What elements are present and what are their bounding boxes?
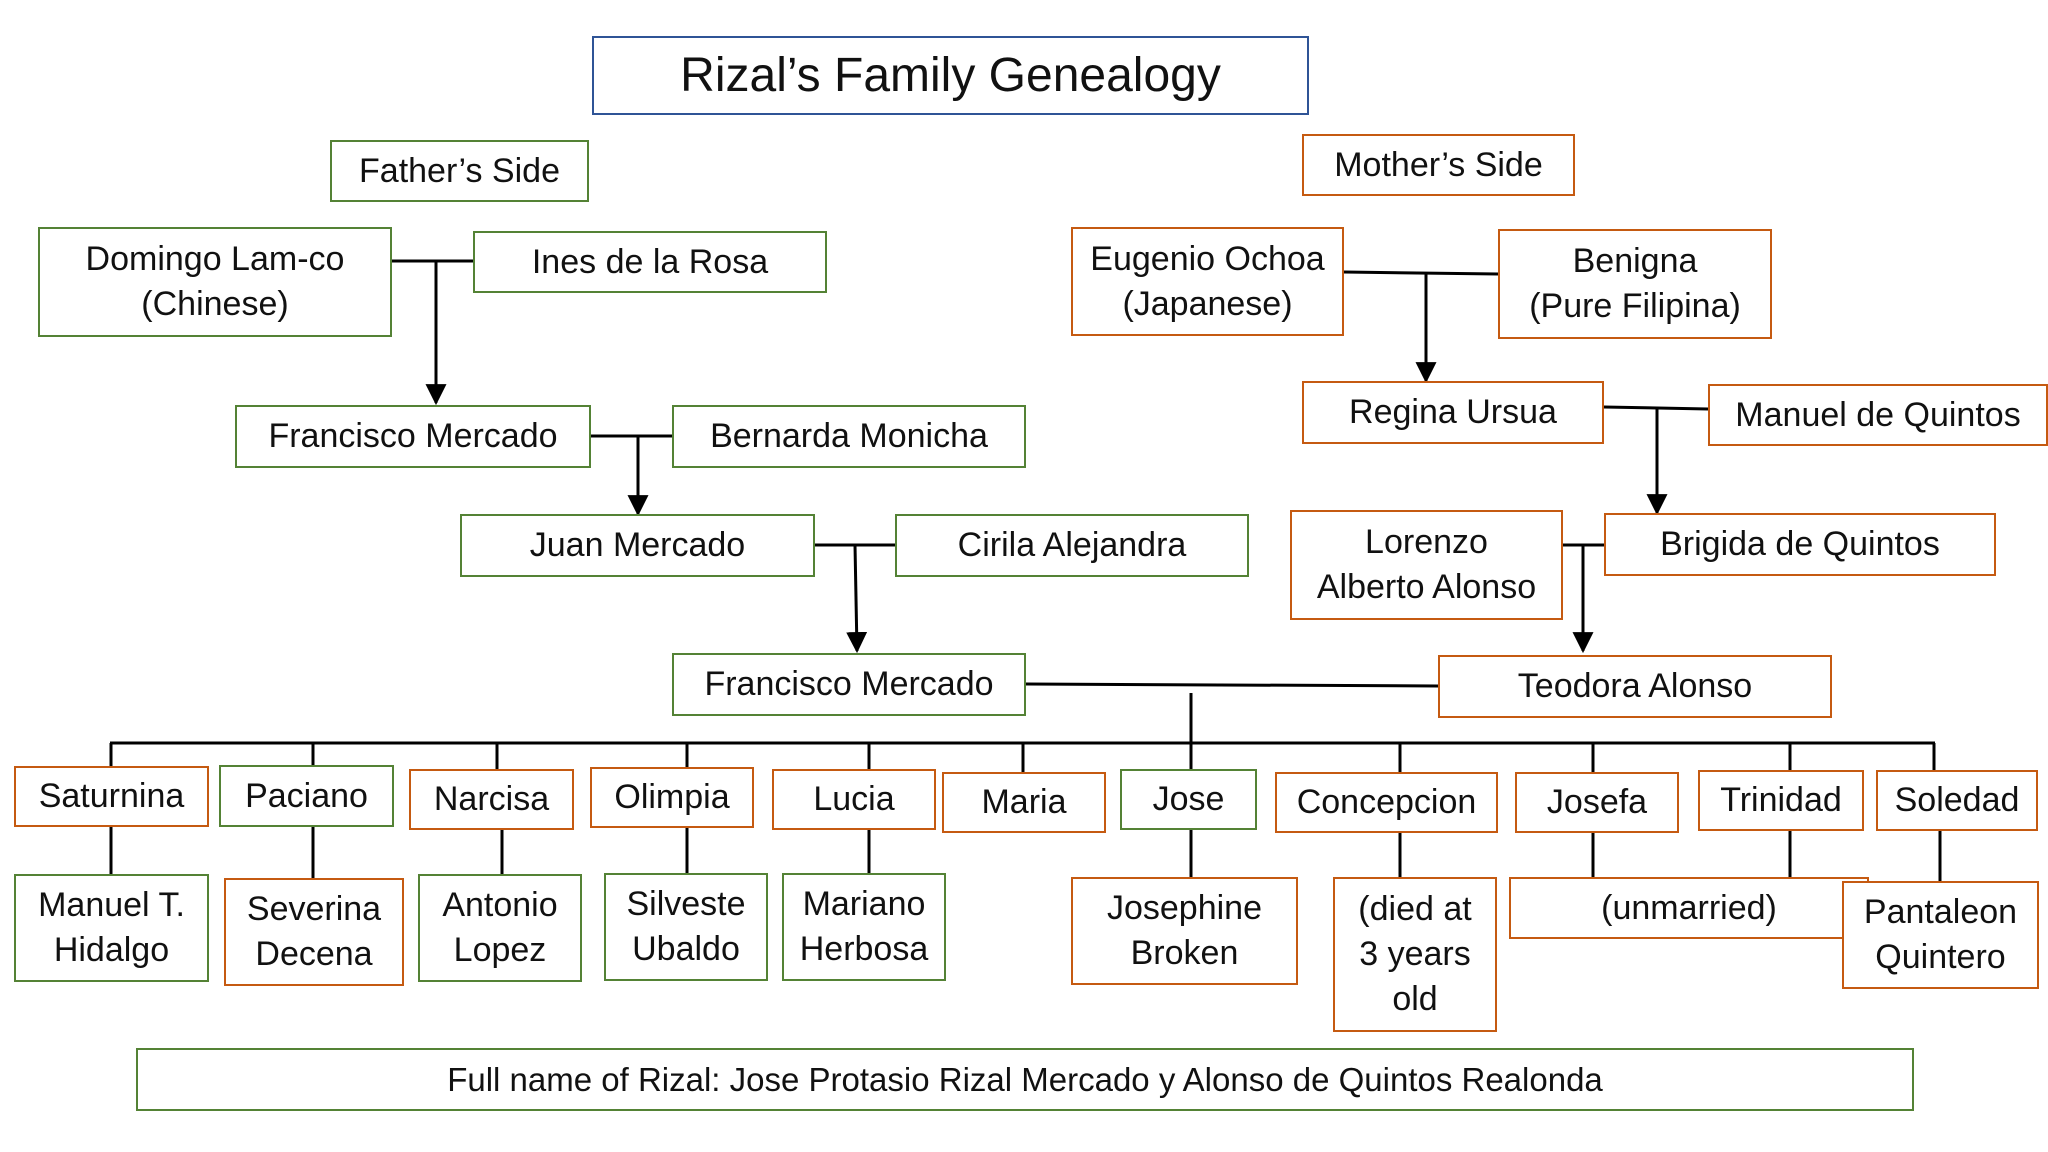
spouse-soledad: Pantaleon Quintero <box>1842 881 2039 989</box>
marriage-line-parents <box>1025 682 1439 688</box>
note-unmarried: (unmarried) <box>1509 877 1869 939</box>
mother-side-heading: Mother’s Side <box>1302 134 1575 196</box>
person-lorenzo: Lorenzo Alberto Alonso <box>1290 510 1563 620</box>
marriage-line-eugenio-benigna <box>1343 270 1499 276</box>
child-jose: Jose <box>1120 769 1257 830</box>
child-saturnina: Saturnina <box>14 766 209 827</box>
child-olimpia: Olimpia <box>590 767 754 828</box>
person-bernarda: Bernarda Monicha <box>672 405 1026 468</box>
person-francisco-2: Francisco Mercado <box>672 653 1026 716</box>
diagram-title: Rizal’s Family Genealogy <box>592 36 1309 115</box>
child-soledad: Soledad <box>1876 770 2038 831</box>
spouse-olimpia: Silveste Ubaldo <box>604 873 768 981</box>
descent-line-francisco-2 <box>846 544 868 654</box>
spouse-lucia: Mariano Herbosa <box>782 873 946 981</box>
person-brigida: Brigida de Quintos <box>1604 513 1996 576</box>
child-paciano: Paciano <box>219 765 394 827</box>
person-eugenio: Eugenio Ochoa (Japanese) <box>1071 227 1344 336</box>
person-francisco-1: Francisco Mercado <box>235 405 591 468</box>
spouse-jose: Josephine Broken <box>1071 877 1298 985</box>
person-domingo: Domingo Lam-co (Chinese) <box>38 227 392 337</box>
child-josefa: Josefa <box>1515 772 1679 833</box>
person-cirila: Cirila Alejandra <box>895 514 1249 577</box>
full-name-banner: Full name of Rizal: Jose Protasio Rizal … <box>136 1048 1914 1111</box>
spouse-saturnina: Manuel T. Hidalgo <box>14 874 209 982</box>
person-ines: Ines de la Rosa <box>473 231 827 293</box>
person-regina: Regina Ursua <box>1302 381 1604 444</box>
person-benigna: Benigna (Pure Filipina) <box>1498 229 1772 339</box>
child-trinidad: Trinidad <box>1698 770 1864 831</box>
person-manuel: Manuel de Quintos <box>1708 384 2048 446</box>
person-juan: Juan Mercado <box>460 514 815 577</box>
spouse-narcisa: Antonio Lopez <box>418 874 582 982</box>
child-lucia: Lucia <box>772 769 936 830</box>
child-concepcion: Concepcion <box>1275 772 1498 833</box>
child-narcisa: Narcisa <box>409 769 574 830</box>
spouse-paciano: Severina Decena <box>224 878 404 986</box>
person-teodora: Teodora Alonso <box>1438 655 1832 718</box>
note-concepcion: (died at 3 years old <box>1333 877 1497 1032</box>
father-side-heading: Father’s Side <box>330 140 589 202</box>
child-maria: Maria <box>942 772 1106 833</box>
